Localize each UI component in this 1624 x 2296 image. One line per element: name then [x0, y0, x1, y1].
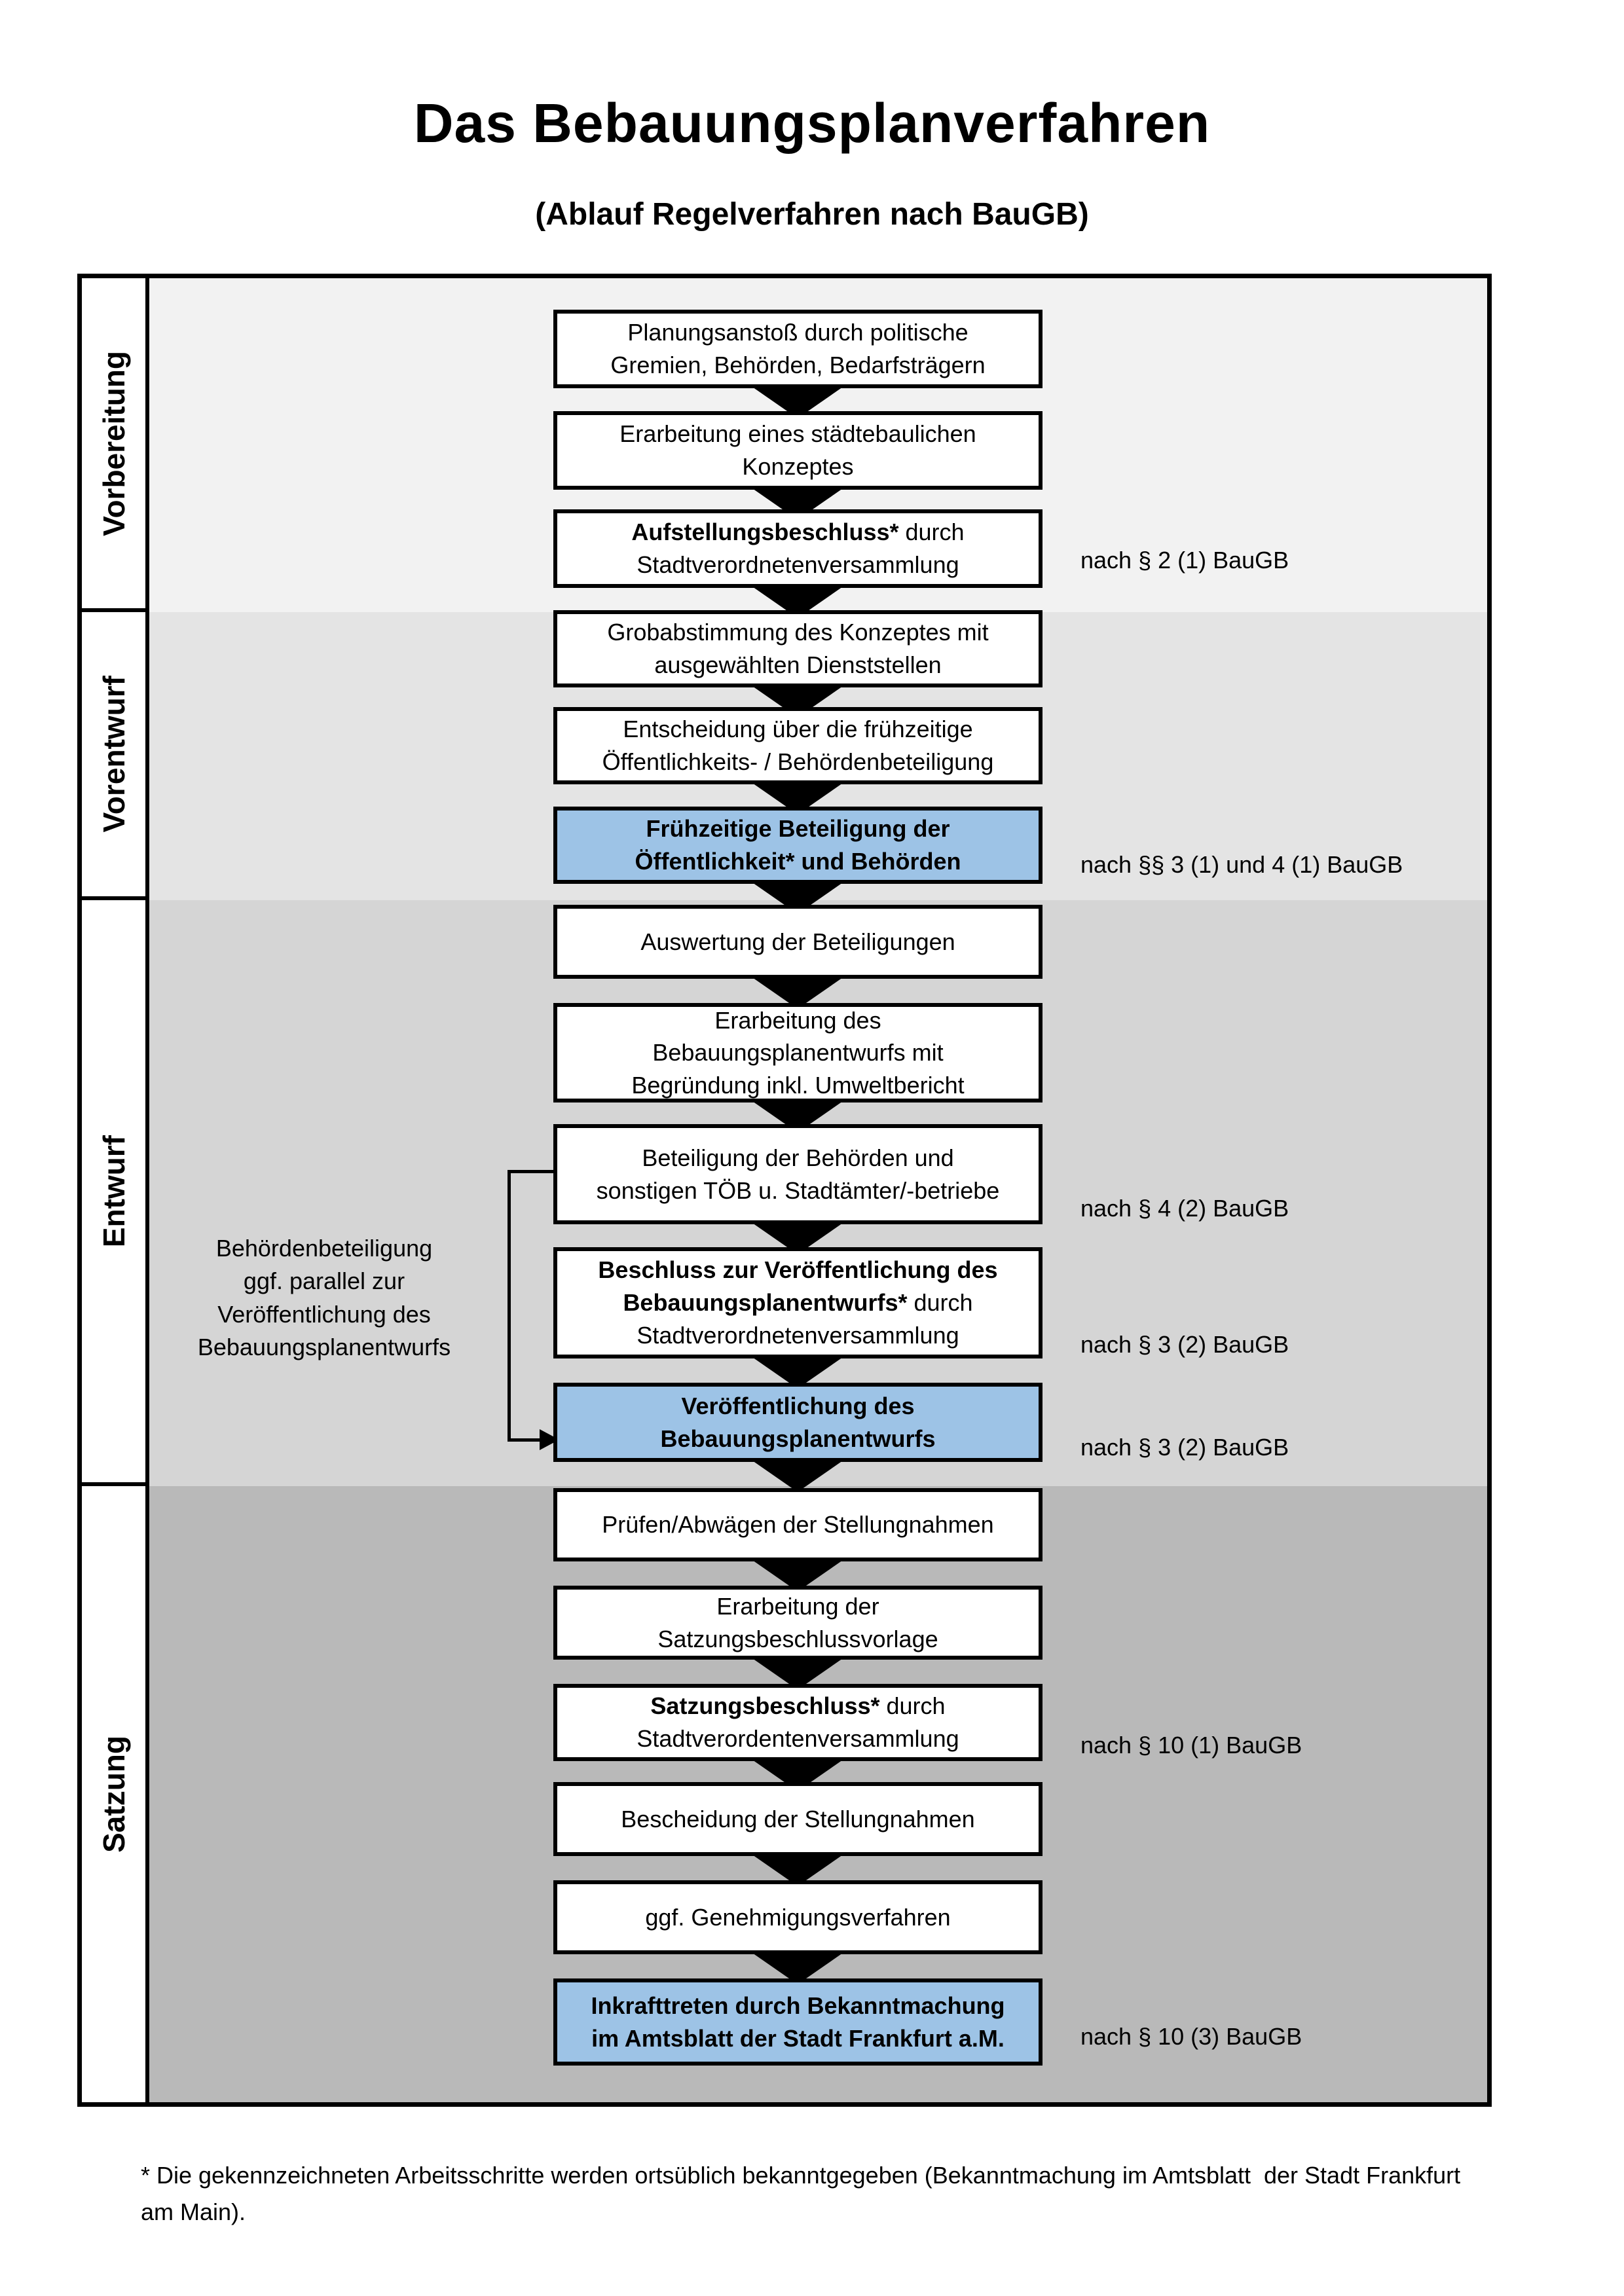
step-entscheidung-fruehzeitige-beteiligung: Entscheidung über die frühzeitige Öffent…	[553, 707, 1043, 784]
step-inkrafttreten: Inkrafttreten durch Bekanntmachung im Am…	[553, 1978, 1043, 2066]
legal-ref: nach § 4 (2) BauGB	[1080, 1195, 1289, 1222]
step-satzungsbeschluss: Satzungsbeschluss* durch Stadtverordente…	[553, 1684, 1043, 1761]
legal-ref: nach § 3 (2) BauGB	[1080, 1434, 1289, 1461]
legal-ref: nach § 3 (2) BauGB	[1080, 1331, 1289, 1358]
step-veroeffentlichung-entwurf: Veröffentlichung des Bebauungsplanentwur…	[553, 1383, 1043, 1462]
step-fruehzeitige-beteiligung: Frühzeitige Beteiligung der Öffentlichke…	[553, 807, 1043, 884]
step-konzept-erarbeitung: Erarbeitung eines städtebaulichen Konzep…	[553, 411, 1043, 490]
parallel-connector-line	[507, 1170, 555, 1173]
phase-label-vorentwurf: Vorentwurf	[82, 612, 149, 900]
parallel-connector-line	[507, 1170, 511, 1442]
phase-label-text: Satzung	[96, 1736, 131, 1853]
parallel-note: Behördenbeteiligung ggf. parallel zur Ve…	[197, 1235, 451, 1361]
step-grobabstimmung: Grobabstimmung des Konzeptes mit ausgewä…	[553, 610, 1043, 687]
phase-label-text: Vorbereitung	[96, 350, 131, 536]
phase-label-text: Entwurf	[96, 1135, 131, 1248]
page-subtitle: (Ablauf Regelverfahren nach BauGB)	[535, 197, 1089, 232]
parallel-connector-line	[507, 1438, 542, 1442]
legal-ref: nach § 2 (1) BauGB	[1080, 547, 1289, 574]
step-behoerdenbeteiligung: Beteiligung der Behörden und sonstigen T…	[553, 1124, 1043, 1224]
step-bescheidung-stellungnahmen: Bescheidung der Stellungnahmen	[553, 1782, 1043, 1856]
flow-frame	[77, 274, 1492, 2107]
step-pruefen-abwaegen: Prüfen/Abwägen der Stellungnahmen	[553, 1488, 1043, 1561]
step-planungsanstoss: Planungsanstoß durch politische Gremien,…	[553, 310, 1043, 388]
legal-ref: nach § 10 (1) BauGB	[1080, 1732, 1302, 1758]
phase-label-text: Vorentwurf	[96, 676, 131, 833]
phase-label-vorbereitung: Vorbereitung	[82, 278, 149, 612]
footnote: * Die gekennzeichneten Arbeitsschritte w…	[141, 2162, 1467, 2225]
down-arrow-icon	[750, 1459, 845, 1492]
step-erarbeitung-entwurf: Erarbeitung des Bebauungsplanentwurfs mi…	[553, 1003, 1043, 1102]
step-auswertung-beteiligungen: Auswertung der Beteiligungen	[553, 905, 1043, 979]
step-genehmigungsverfahren: ggf. Genehmigungsverfahren	[553, 1880, 1043, 1954]
step-aufstellungsbeschluss: Aufstellungsbeschluss* durch Stadtverord…	[553, 509, 1043, 588]
legal-ref: nach §§ 3 (1) und 4 (1) BauGB	[1080, 851, 1403, 878]
page-title: Das Bebauungsplanverfahren	[413, 92, 1211, 154]
step-satzungsbeschlussvorlage: Erarbeitung der Satzungsbeschlussvorlage	[553, 1586, 1043, 1660]
step-veroeffentlichungsbeschluss: Beschluss zur Veröffentlichung des Bebau…	[553, 1247, 1043, 1358]
phase-label-entwurf: Entwurf	[82, 900, 149, 1486]
phase-label-satzung: Satzung	[82, 1486, 149, 2102]
legal-ref: nach § 10 (3) BauGB	[1080, 2023, 1302, 2050]
